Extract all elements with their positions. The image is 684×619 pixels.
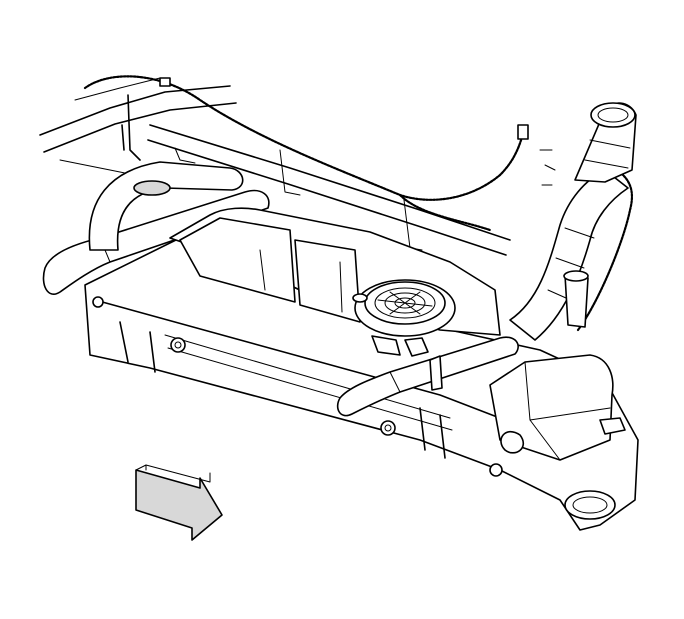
vent-tube — [88, 161, 244, 251]
frame-rail-left — [39, 77, 237, 181]
harness-connectors — [159, 77, 556, 186]
front-direction-arrow-icon — [135, 464, 223, 541]
evap-canister — [489, 354, 626, 461]
filler-neck — [509, 102, 637, 341]
fuel-pump-module — [352, 279, 456, 357]
drain-port — [564, 490, 616, 520]
vent-stub — [563, 270, 589, 328]
rear-tank-strap — [336, 336, 519, 417]
